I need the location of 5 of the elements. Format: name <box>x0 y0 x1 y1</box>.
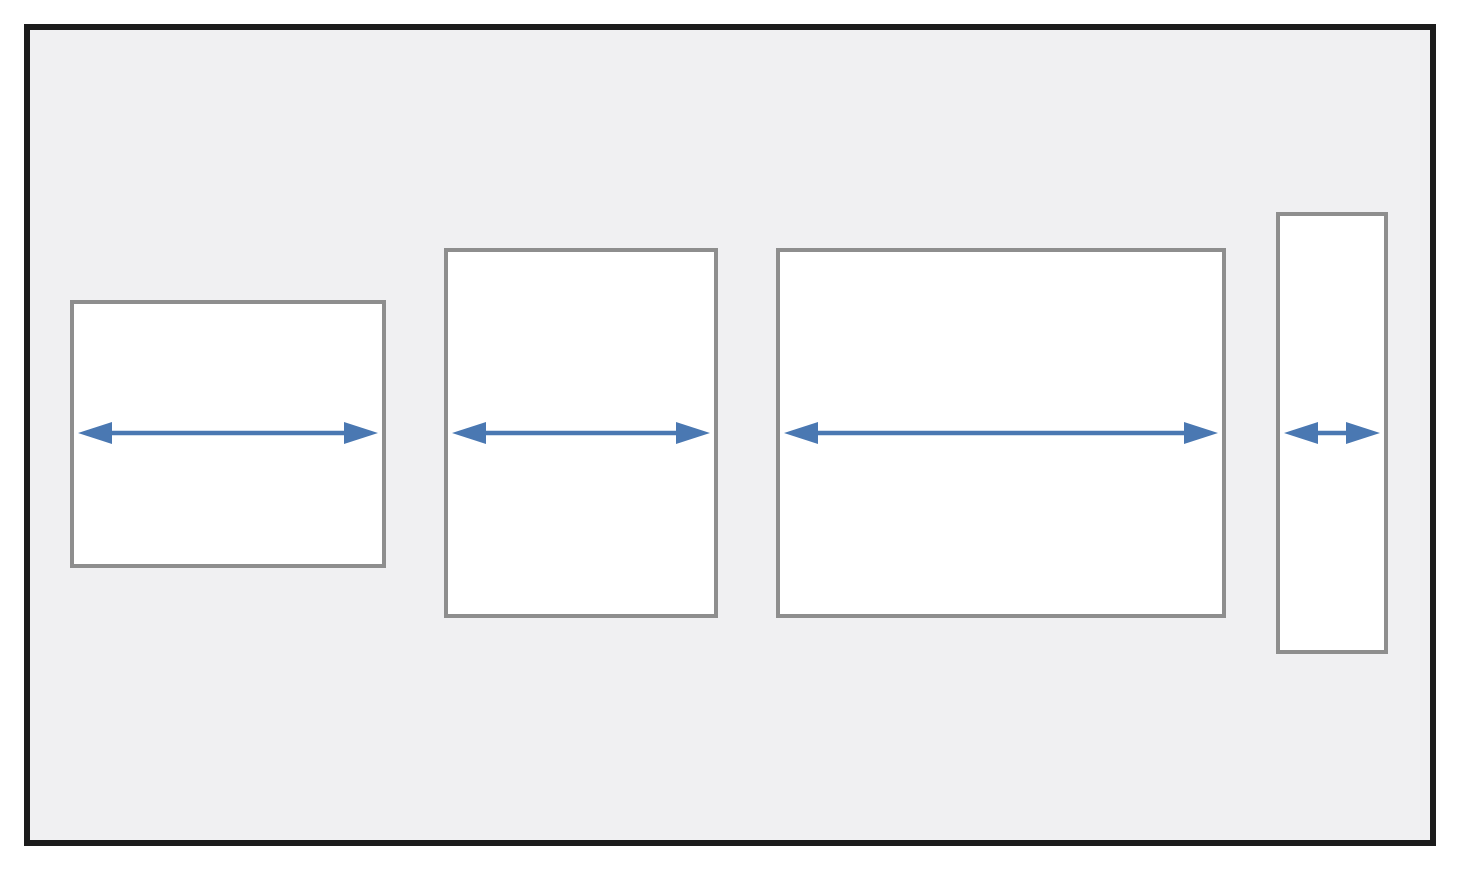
empty-box <box>1276 212 1388 654</box>
empty-box <box>776 248 1226 618</box>
empty-box <box>70 300 386 568</box>
empty-box <box>444 248 718 618</box>
diagram-frame <box>24 24 1436 846</box>
